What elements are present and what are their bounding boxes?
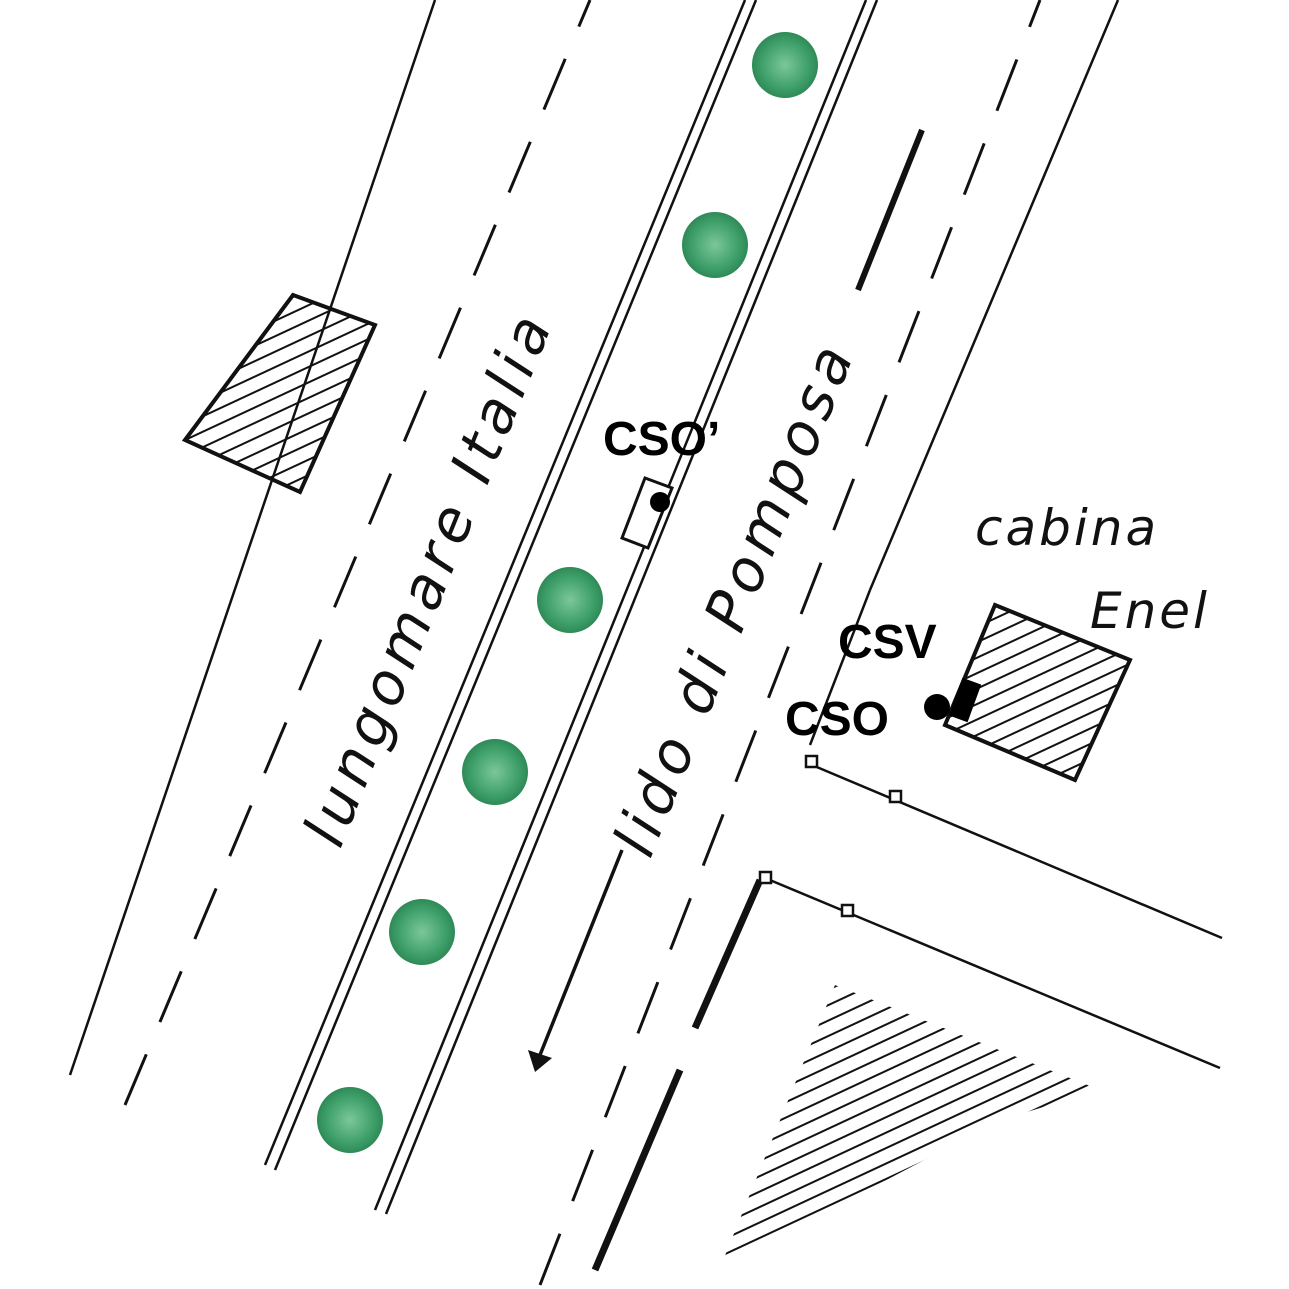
kerb-right-a	[373, 0, 868, 1211]
enel-label: Enel	[1090, 582, 1210, 640]
csv-point[interactable]	[948, 677, 982, 723]
building-left	[181, 292, 378, 495]
pole	[840, 903, 855, 918]
bold-lane-mid	[691, 878, 764, 1030]
direction-arrow	[538, 849, 624, 1056]
csv-label: CSV	[838, 616, 937, 669]
lane-divider-center	[538, 0, 1042, 1286]
tree-icon	[462, 739, 528, 805]
road-edge-right-lower	[808, 589, 872, 746]
street-label-lido-di-pomposa: lido di Pomposa	[600, 330, 869, 865]
tree-icon	[317, 1087, 383, 1153]
kerb-left-a	[263, 0, 747, 1166]
road-lines	[68, 0, 1223, 1286]
pole	[758, 870, 773, 885]
tree-icon	[752, 32, 818, 98]
road-edge-left	[68, 0, 437, 1076]
road-edge-right	[868, 0, 1120, 591]
tree-icon	[682, 212, 748, 278]
bold-lane-upper	[855, 128, 925, 292]
cso-prime-point[interactable]	[650, 492, 670, 512]
manhole-box	[620, 476, 674, 550]
trees	[317, 32, 818, 1153]
lane-divider-left	[123, 0, 592, 1106]
bold-lane-lower	[591, 1068, 684, 1272]
kerb-right-b	[384, 0, 879, 1215]
pole	[804, 754, 819, 769]
cso-label: CSO	[785, 693, 889, 746]
tree-icon	[389, 899, 455, 965]
direction-arrowhead	[528, 1050, 552, 1072]
tree-icon	[537, 567, 603, 633]
pole	[888, 789, 903, 804]
cabina-label: cabina	[975, 499, 1159, 557]
buildings	[181, 292, 1133, 1268]
cross-street-upper	[811, 763, 1223, 940]
cso-point[interactable]	[924, 694, 950, 720]
building-bottom	[720, 985, 1100, 1268]
kerb-left-b	[273, 0, 758, 1171]
cso-prime-label: CSO’	[603, 413, 720, 466]
monitoring-points	[620, 476, 982, 723]
